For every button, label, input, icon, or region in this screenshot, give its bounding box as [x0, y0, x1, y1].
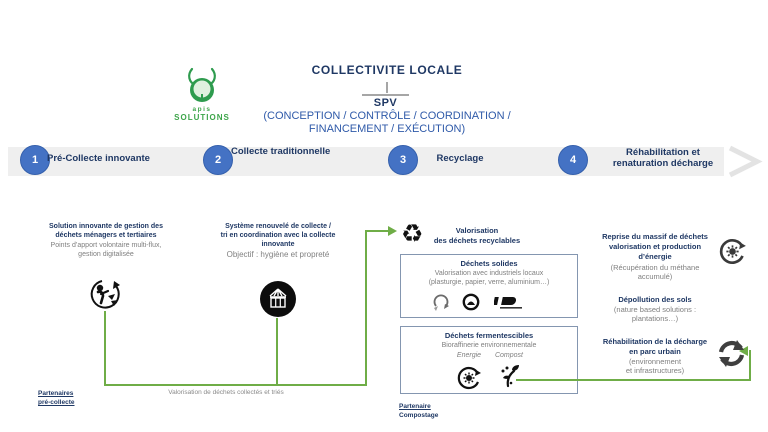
- triman-sorting-icon: [89, 279, 122, 317]
- stage-3-number: 3: [388, 145, 418, 175]
- precollecte-subtitle-line2: gestion digitalisée: [78, 251, 134, 258]
- collecte-title-line1: Système renouvelé de collecte /: [225, 223, 331, 230]
- green-line-top-horizontal: [365, 230, 389, 232]
- dechets-solides-title: Déchets solides: [460, 259, 518, 268]
- collecte-title-line3: innovante: [261, 241, 295, 248]
- precollecte-title-line1: Solution innovante de gestion des: [49, 223, 163, 230]
- stage-4-label-line2: renaturation décharge: [612, 158, 714, 169]
- stage-1-number: 1: [20, 145, 50, 175]
- collecte-title-line2: tri en coordination avec la collecte: [220, 232, 336, 239]
- process-band-arrow: [8, 145, 763, 178]
- rehab-item1-sub-line2: accumulé): [637, 272, 673, 281]
- rehab-item2-title: Dépollution des sols: [618, 295, 692, 304]
- stage-3-label: Recyclage: [436, 153, 484, 164]
- spv-label: SPV: [373, 97, 398, 109]
- apis-logo-wordmark: apis: [192, 106, 212, 113]
- spv-detail-line2: FINANCEMENT / EXÉCUTION): [308, 123, 466, 135]
- compost-sprout-icon: [498, 364, 520, 393]
- valorisation-heading-line2: des déchets recyclables: [433, 236, 521, 245]
- energie-label: Energie: [456, 352, 482, 359]
- recycle-symbol-icon: ♻: [401, 220, 424, 248]
- stage-2-number: 2: [203, 145, 233, 175]
- collection-stall-icon: [260, 281, 296, 317]
- industrial-partner-logo-alu-icon: [462, 293, 480, 316]
- rehab-item2-sub-line1: (nature based solutions :: [613, 305, 697, 314]
- methane-energy-icon: [718, 237, 747, 271]
- energy-icon: [456, 365, 482, 396]
- org-connector-horizontal: [362, 94, 409, 96]
- dechets-fermentescibles-box: [400, 326, 578, 394]
- precollecte-subtitle-line1: Points d’apport volontaire multi-flux,: [50, 242, 162, 249]
- rehab-item1-title-line2: valorisation et production: [608, 242, 702, 251]
- diagram-title: COLLECTIVITE LOCALE: [311, 63, 463, 77]
- dechets-solides-line2: (plasturgie, papier, verre, aluminium…): [428, 279, 550, 286]
- rehab-item1-title-line3: d’énergie: [638, 252, 672, 261]
- dechets-fermentescibles-title: Déchets fermentescibles: [444, 331, 534, 340]
- green-line-right-vertical: [749, 350, 751, 381]
- rehab-item2-sub-line2: plantations…): [631, 314, 679, 323]
- precollecte-partner-line1: Partenaires: [38, 390, 74, 397]
- green-arrowhead-to-valorisation: [388, 226, 397, 236]
- stage-4-label-line1: Réhabilitation et: [626, 147, 700, 158]
- valorisation-heading-line1: Valorisation: [455, 226, 499, 235]
- rehab-item3-title-line1: Réhabilitation de la décharge: [602, 337, 708, 346]
- collecte-objective: Objectif : hygiène et propreté: [226, 250, 330, 259]
- rehab-item3-title-line2: en parc urbain: [629, 347, 681, 356]
- compost-partner-line2: Compostage: [399, 412, 439, 419]
- green-line-bottom-horizontal: [104, 384, 367, 386]
- industrial-partner-logo-recycling-arrows-icon: [432, 293, 450, 316]
- green-arrowhead-to-rehabilitation: [739, 346, 748, 356]
- precollecte-title-line2: déchets ménagers et tertiaires: [55, 232, 157, 239]
- rehab-item1-title-line1: Reprise du massif de déchets: [602, 232, 708, 241]
- green-dot-circular-arrows-icon: [716, 338, 747, 374]
- stage-4-number: 4: [558, 145, 588, 175]
- dechets-solides-box: [400, 254, 578, 318]
- stage-2-label: Collecte traditionnelle: [231, 146, 331, 157]
- dechets-fermentescibles-subtitle: Bioraffinerie environnementale: [441, 342, 537, 349]
- stage-1-label: Pré-Collecte innovante: [47, 153, 150, 164]
- compost-label: Compost: [494, 352, 523, 359]
- green-line-collecte-down: [276, 318, 278, 386]
- org-connector-vertical: [386, 82, 388, 93]
- spv-detail-line1: (CONCEPTION / CONTRÔLE / COORDINATION /: [263, 110, 511, 122]
- rehab-item3-sub-line2: et infrastructures): [625, 366, 685, 375]
- green-line-up-vertical: [365, 231, 367, 386]
- dechets-solides-line1: Valorisation avec industriels locaux: [434, 270, 544, 277]
- precollecte-partner-line2: pré-collecte: [38, 399, 75, 406]
- bottom-caption: Valorisation de déchets collectés et tri…: [168, 389, 284, 396]
- rehab-item1-sub-line1: (Récupération du méthane: [610, 263, 700, 272]
- green-line-compost-horizontal: [516, 379, 751, 381]
- industrial-partner-logo-id-icon: [493, 296, 528, 315]
- apis-logo-icon: [183, 66, 221, 106]
- green-line-precollecte-down: [104, 311, 106, 386]
- rehab-item3-sub-line1: (environnement: [628, 357, 682, 366]
- compost-partner-line1: Partenaire: [399, 403, 431, 410]
- apis-logo-wordmark-solutions: solutions: [174, 113, 230, 122]
